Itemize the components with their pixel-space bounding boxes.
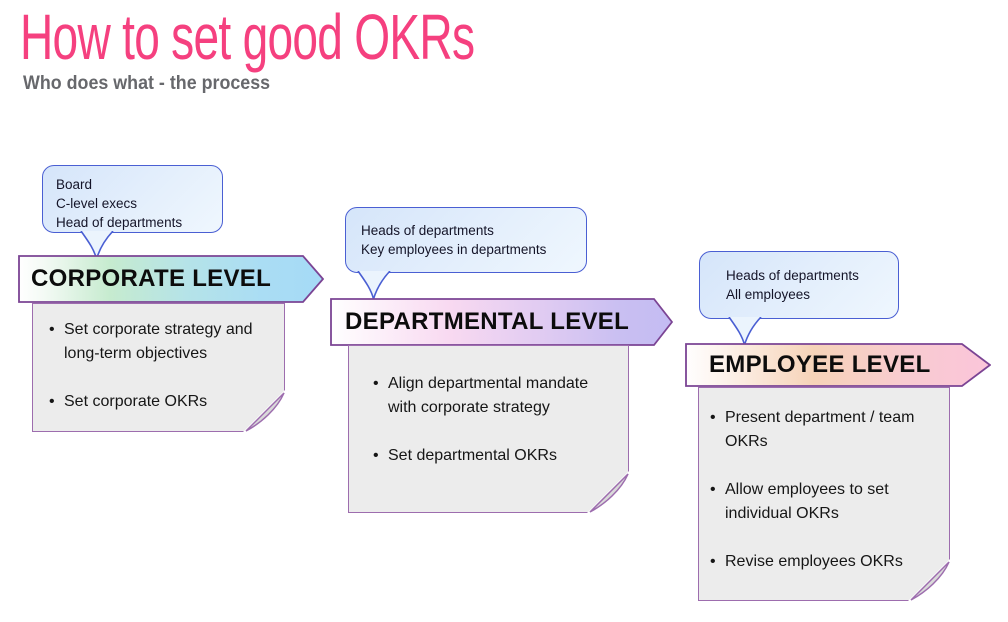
bullet-item: Set corporate strategy and long-term obj…: [49, 318, 266, 366]
folded-corner-icon: [910, 561, 950, 601]
arrow-banner-shape: [685, 343, 991, 387]
banner-departmental-level: DEPARTMENTAL LEVEL: [330, 298, 673, 346]
callout-line: Head of departments: [56, 215, 183, 230]
note-card-departmental: Align departmental mandate with corporat…: [348, 345, 630, 514]
callout-departmental: Heads of departments Key employees in de…: [345, 207, 587, 273]
page-title: How to set good OKRs: [20, 1, 475, 73]
banner-employee-level: EMPLOYEE LEVEL: [685, 343, 991, 387]
folded-corner-icon: [245, 392, 285, 432]
note-card-corporate: Set corporate strategy and long-term obj…: [32, 303, 286, 433]
callout-line: All employees: [726, 287, 811, 302]
bullet-item: Align departmental mandate with corporat…: [373, 372, 590, 420]
bullet-item: Allow employees to set individual OKRs: [710, 478, 927, 526]
bullet-item: Present department / team OKRs: [710, 406, 927, 454]
banner-corporate-level: CORPORATE LEVEL: [18, 255, 324, 303]
banner-label: CORPORATE LEVEL: [31, 265, 272, 292]
callout-line: C-level execs: [56, 196, 138, 211]
page-subtitle: Who does what - the process: [23, 73, 271, 94]
bullet-item: Set departmental OKRs: [373, 444, 590, 468]
banner-label: DEPARTMENTAL LEVEL: [345, 308, 630, 335]
folded-corner-icon: [589, 473, 629, 513]
bullet-item: Revise employees OKRs: [710, 550, 927, 574]
arrow-banner-shape: [18, 255, 324, 303]
arrow-banner-shape: [330, 298, 673, 346]
callout-tail-icon: [728, 317, 762, 346]
bullet-list: Set corporate strategy and long-term obj…: [49, 318, 274, 414]
note-card-employee: Present department / team OKRs Allow emp…: [698, 387, 951, 602]
callout-tail-icon: [357, 271, 391, 300]
bullet-list: Align departmental mandate with corporat…: [373, 372, 618, 468]
callout-corporate: Board C-level execs Head of departments: [42, 165, 223, 233]
callout-line: Heads of departments: [361, 223, 494, 238]
bullet-item: Set corporate OKRs: [49, 390, 266, 414]
callout-employee: Heads of departments All employees: [699, 251, 899, 319]
bullet-list: Present department / team OKRs Allow emp…: [710, 406, 941, 574]
callout-line: Heads of departments: [726, 268, 859, 283]
callout-line: Key employees in departments: [361, 242, 547, 257]
banner-label: EMPLOYEE LEVEL: [709, 351, 931, 378]
callout-line: Board: [56, 177, 93, 192]
